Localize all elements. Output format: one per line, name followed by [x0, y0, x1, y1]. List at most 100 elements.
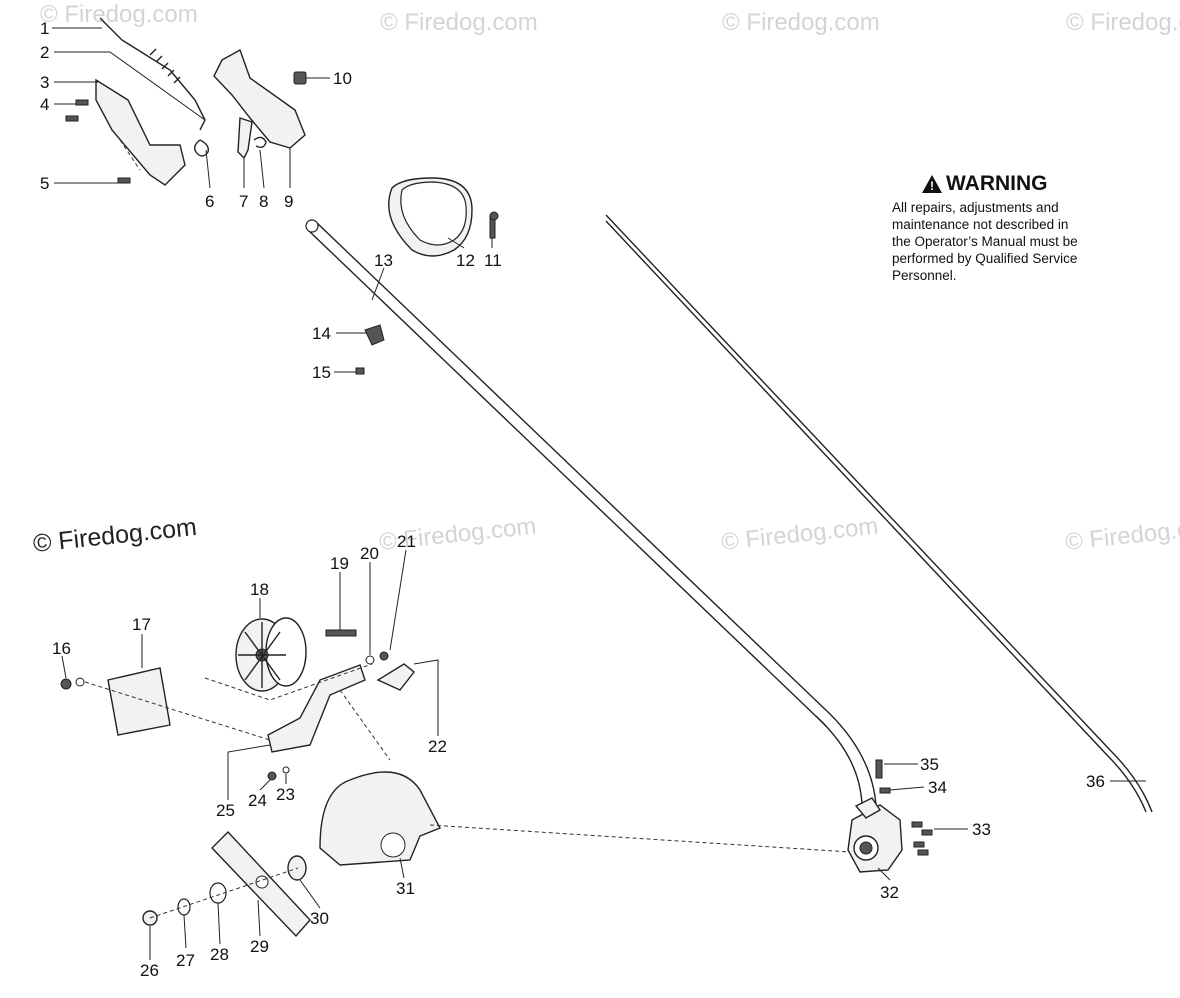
leader-13 — [371, 267, 385, 301]
part-label-2: 2 — [40, 43, 49, 62]
shaft-tube — [307, 229, 863, 806]
part-label-29: 29 — [250, 937, 269, 956]
leader-6 — [205, 149, 211, 189]
warning-line: Personnel. — [892, 268, 957, 283]
clip — [193, 139, 210, 157]
leader-21 — [389, 549, 407, 651]
part-label-34: 34 — [928, 778, 947, 797]
part-label-33: 33 — [972, 820, 991, 839]
part-label-22: 22 — [428, 737, 447, 756]
watermark: © Firedog.com — [380, 9, 538, 36]
leader-28 — [217, 902, 221, 945]
alignment-line — [84, 681, 271, 741]
part-label-12: 12 — [456, 251, 475, 270]
leader-27 — [183, 914, 187, 949]
bolt — [875, 759, 883, 779]
leader-25 — [227, 744, 271, 800]
screw — [921, 829, 933, 836]
part-label-5: 5 — [40, 174, 49, 193]
shaft-joint — [815, 715, 827, 727]
part-label-3: 3 — [40, 73, 49, 92]
leader-2 — [54, 51, 206, 121]
watermark: © Firedog.com — [1064, 513, 1180, 556]
alignment-line — [119, 139, 141, 171]
watermark: © Firedog.com — [722, 9, 880, 36]
leader-16 — [61, 655, 67, 679]
alignment-line — [429, 824, 851, 853]
warning-line: maintenance not described in — [892, 217, 1069, 232]
leader-30 — [299, 879, 321, 909]
screw — [913, 841, 925, 848]
gear-head — [847, 804, 903, 873]
drive-shaft — [605, 220, 1147, 813]
part-label-11: 11 — [484, 251, 502, 270]
warning-triangle-icon: ! — [922, 175, 942, 193]
screw — [911, 821, 923, 828]
warning-line: performed by Qualified Service — [892, 251, 1078, 266]
screw — [117, 177, 131, 184]
screw — [65, 115, 79, 122]
warning-body: All repairs, adjustments and maintenance… — [892, 199, 1132, 284]
warning-line: the Operator’s Manual must be — [892, 234, 1078, 249]
nut — [60, 678, 72, 690]
part-label-16: 16 — [52, 639, 71, 658]
leader-12 — [447, 237, 465, 249]
leader-29 — [257, 899, 261, 937]
part-label-9: 9 — [284, 192, 293, 211]
wheel-spokes — [238, 622, 286, 688]
gear-head-spindle — [859, 841, 873, 855]
leader-32 — [877, 867, 891, 881]
screw — [75, 99, 89, 106]
part-label-30: 30 — [310, 909, 329, 928]
part-label-1: 1 — [40, 19, 49, 38]
shaft-clamp — [854, 797, 881, 819]
warning-line: All repairs, adjustments and — [892, 200, 1059, 215]
alignment-line — [204, 663, 373, 701]
trigger — [237, 117, 253, 160]
part-label-17: 17 — [132, 615, 151, 634]
handle-housing — [213, 48, 306, 149]
wheel-bracket — [267, 664, 366, 753]
part-label-19: 19 — [330, 554, 349, 573]
part-label-15: 15 — [312, 363, 331, 382]
alignment-line — [339, 689, 391, 761]
cable-spring — [149, 48, 181, 84]
bracket-mount — [376, 663, 415, 691]
alignment-line — [149, 867, 299, 919]
watermark-main: © Firedog.com — [32, 513, 198, 558]
part-label-28: 28 — [210, 945, 229, 964]
part-label-13: 13 — [374, 251, 393, 270]
leader-31 — [399, 857, 405, 879]
handle-half — [95, 78, 186, 186]
part-label-27: 27 — [176, 951, 195, 970]
watermark: © Firedog.com — [1066, 9, 1180, 36]
axle-bolt — [325, 629, 357, 637]
throttle-cable — [99, 17, 196, 101]
part-label-32: 32 — [880, 883, 899, 902]
stop-switch — [293, 71, 307, 85]
screw — [355, 367, 365, 375]
bolt-head — [489, 211, 499, 221]
part-label-20: 20 — [360, 544, 379, 563]
part-label-24: 24 — [248, 791, 267, 810]
part-label-31: 31 — [396, 879, 415, 898]
blade-guard — [319, 771, 441, 866]
loop-handle-inner — [400, 181, 467, 246]
part-label-35: 35 — [920, 755, 939, 774]
wheel-tread — [265, 617, 307, 687]
nut — [267, 771, 277, 781]
screw — [879, 787, 891, 794]
part-label-4: 4 — [40, 95, 49, 114]
warning-notice: ! WARNING All repairs, adjustments and m… — [892, 172, 1132, 284]
part-label-6: 6 — [205, 192, 214, 211]
part-label-8: 8 — [259, 192, 268, 211]
leader-34 — [889, 786, 925, 791]
guard-hole — [380, 832, 406, 858]
drive-shaft — [605, 214, 1153, 813]
warning-heading: ! WARNING — [922, 172, 1132, 196]
leader-24 — [259, 779, 271, 791]
part-label-14: 14 — [312, 324, 331, 343]
part-label-7: 7 — [239, 192, 248, 211]
cable-end — [194, 99, 206, 131]
